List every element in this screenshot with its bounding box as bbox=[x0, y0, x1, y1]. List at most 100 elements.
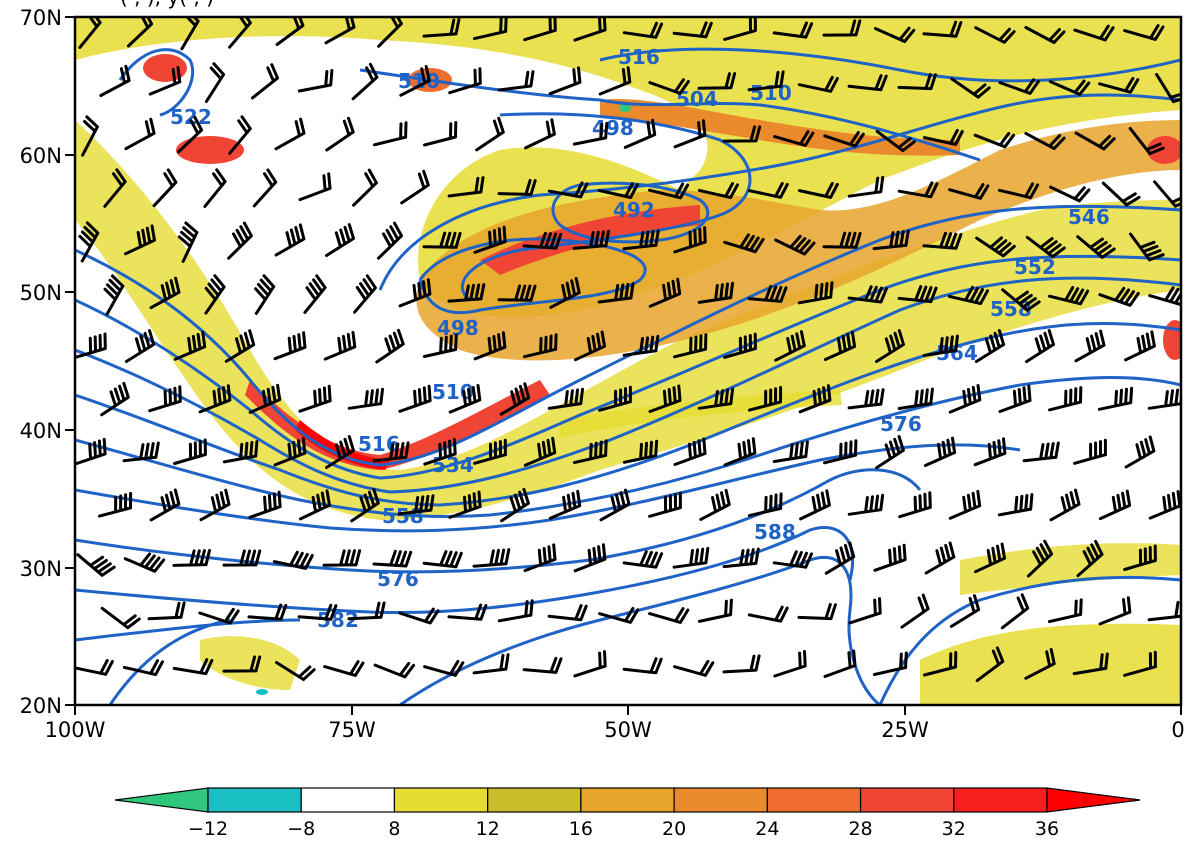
wind-barb bbox=[699, 488, 731, 521]
wind-barb bbox=[124, 224, 156, 256]
wind-barb bbox=[204, 62, 226, 103]
wind-barb bbox=[772, 550, 813, 569]
wind-barb bbox=[572, 229, 610, 250]
wind-barb bbox=[75, 437, 107, 466]
colorbar-label: 16 bbox=[569, 818, 593, 840]
wind-barb bbox=[103, 274, 125, 316]
wind-barb bbox=[1026, 539, 1054, 578]
wind-barb bbox=[973, 131, 1016, 149]
lat-label: 50N bbox=[20, 281, 62, 305]
wind-barb bbox=[1076, 539, 1104, 578]
colorbar-label: 28 bbox=[848, 818, 872, 840]
wind-barb bbox=[472, 17, 508, 41]
colorbar-label: −12 bbox=[188, 818, 228, 840]
wind-barb bbox=[897, 285, 938, 304]
contour-label: 522 bbox=[170, 105, 212, 129]
wind-barb bbox=[353, 274, 377, 314]
wind-barb bbox=[148, 66, 182, 96]
wind-barb bbox=[673, 119, 707, 149]
wind-barb bbox=[204, 274, 226, 315]
wind-barb bbox=[299, 489, 331, 521]
wind-barb bbox=[1097, 386, 1134, 411]
wind-barb bbox=[549, 277, 581, 309]
wind-barb bbox=[347, 387, 384, 410]
wind-barb bbox=[522, 231, 563, 250]
lon-label: 100W bbox=[45, 718, 106, 742]
wind-barb bbox=[475, 116, 505, 152]
wind-barb bbox=[573, 650, 607, 678]
wind-barb bbox=[598, 66, 632, 96]
wind-barb bbox=[975, 236, 1016, 258]
wind-barb bbox=[497, 70, 535, 92]
wind-barb bbox=[398, 607, 440, 625]
wind-barb bbox=[76, 553, 116, 577]
wind-barb bbox=[823, 330, 857, 361]
wind-barb bbox=[523, 543, 557, 573]
colorbar-swatch bbox=[766, 787, 862, 813]
contour-label: 510 bbox=[750, 81, 792, 105]
lat-label: 70N bbox=[20, 6, 62, 30]
wind-barb bbox=[823, 649, 857, 678]
wind-barb bbox=[398, 384, 432, 413]
wind-barb bbox=[1098, 76, 1140, 94]
wind-barb bbox=[774, 234, 816, 256]
wind-barb bbox=[672, 546, 710, 569]
wind-barb bbox=[100, 606, 141, 630]
wind-barb bbox=[798, 384, 832, 414]
wind-barb bbox=[722, 547, 760, 569]
wind-barb bbox=[623, 118, 657, 149]
wind-barb bbox=[847, 285, 888, 304]
wind-barb bbox=[648, 491, 682, 518]
wind-barb bbox=[322, 549, 362, 567]
wind-barb bbox=[303, 274, 327, 314]
wind-barb bbox=[548, 66, 582, 96]
wind-barb bbox=[173, 438, 207, 465]
wind-barb bbox=[747, 492, 783, 518]
wind-barb bbox=[697, 182, 739, 200]
wind-barb bbox=[1153, 180, 1181, 208]
wind-barb bbox=[723, 437, 757, 467]
wind-barb bbox=[998, 384, 1032, 413]
wind-barb bbox=[325, 223, 355, 257]
wind-barb bbox=[922, 128, 964, 146]
wind-barb bbox=[673, 226, 707, 254]
wind-barb bbox=[98, 491, 133, 518]
wind-barbs bbox=[75, 17, 1181, 683]
wind-barb bbox=[797, 75, 839, 93]
wind-barb bbox=[1148, 286, 1181, 306]
wind-barb bbox=[797, 181, 839, 199]
wind-barb bbox=[252, 168, 278, 208]
wind-barb bbox=[375, 328, 405, 364]
colorbar-swatch bbox=[487, 787, 582, 813]
contour-label: 498 bbox=[592, 116, 634, 140]
wind-barb bbox=[547, 181, 589, 199]
wind-barb bbox=[100, 381, 130, 417]
contour-label: 498 bbox=[437, 316, 479, 340]
wind-barb bbox=[203, 168, 227, 208]
wind-barb bbox=[1123, 24, 1165, 41]
wind-barb bbox=[372, 121, 408, 147]
wind-barb bbox=[273, 331, 307, 361]
wind-barb bbox=[522, 333, 558, 359]
wind-barb bbox=[875, 435, 905, 470]
wind-barb bbox=[254, 274, 276, 315]
wind-barb bbox=[497, 284, 537, 302]
colorbar-swatch bbox=[393, 787, 489, 813]
wind-barb bbox=[948, 489, 982, 520]
wind-barb bbox=[1048, 286, 1090, 306]
wind-barb bbox=[648, 277, 682, 308]
wind-barb bbox=[1048, 79, 1091, 96]
wind-barb bbox=[673, 333, 708, 359]
wind-barb bbox=[1073, 438, 1107, 465]
wind-barb bbox=[875, 329, 905, 363]
wind-barb bbox=[147, 601, 186, 621]
wind-barb bbox=[473, 331, 507, 361]
wind-barb bbox=[897, 73, 937, 91]
wind-barb bbox=[224, 329, 256, 363]
wind-barb bbox=[448, 384, 482, 414]
wind-barb bbox=[472, 548, 511, 568]
colorbar-label: 8 bbox=[388, 818, 400, 840]
wind-barb bbox=[648, 607, 690, 624]
wind-barb bbox=[228, 17, 252, 49]
wind-barb bbox=[397, 494, 435, 516]
